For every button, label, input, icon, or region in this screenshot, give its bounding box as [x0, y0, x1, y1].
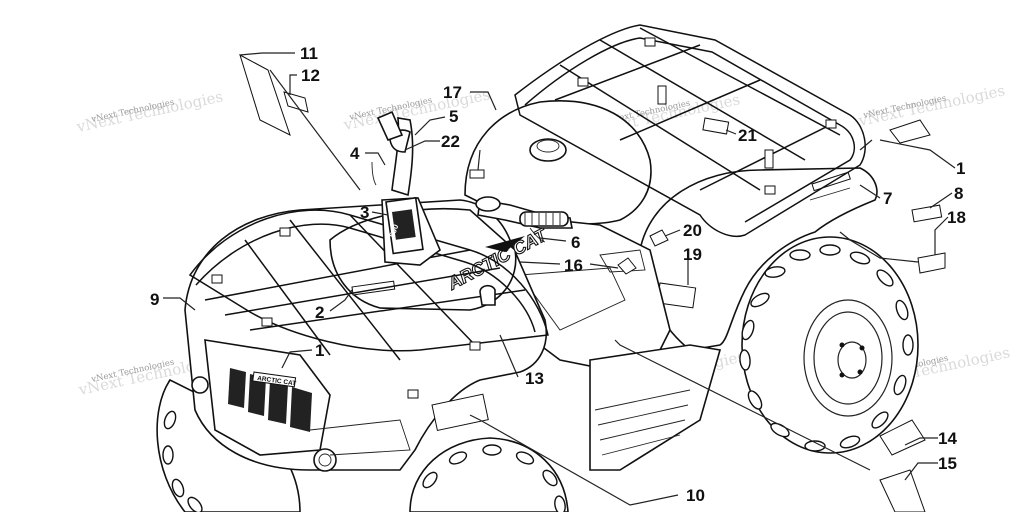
fuel-cap — [529, 138, 567, 162]
callout-4: 4 — [350, 144, 360, 163]
callout-3: 3 — [360, 203, 369, 222]
display-screen — [392, 209, 416, 240]
decal-15 — [879, 469, 926, 512]
callout-5: 5 — [449, 107, 458, 126]
rear-tire — [739, 236, 919, 454]
callout-labels: 11 12 17 5 22 4 21 1 8 18 7 3 20 6 19 16… — [150, 44, 966, 505]
leader-lines — [163, 52, 956, 506]
front-right-tire — [409, 437, 569, 512]
callout-22: 22 — [441, 132, 460, 151]
callout-6: 6 — [571, 233, 580, 252]
decal-14 — [879, 419, 926, 456]
atv-illustration: ARCTIC CAT ARCTIC CAT — [156, 24, 946, 512]
callout-17: 17 — [443, 83, 462, 102]
decal-1-rear — [889, 119, 931, 144]
callout-21: 21 — [738, 126, 757, 145]
callout-10: 10 — [686, 486, 705, 505]
decal-20 — [649, 229, 669, 247]
callout-16: 16 — [564, 256, 583, 275]
rack-decal — [702, 117, 730, 135]
callout-1-rear: 1 — [956, 159, 965, 178]
hood-arrow-decal — [485, 236, 525, 252]
callout-8: 8 — [954, 184, 963, 203]
decal-16 — [617, 257, 637, 275]
footwell — [589, 344, 722, 471]
callout-1-front: 1 — [315, 341, 324, 360]
callout-11: 11 — [300, 44, 318, 63]
display-text: 500 — [387, 223, 400, 239]
callout-15: 15 — [938, 454, 957, 473]
right-grip — [519, 211, 569, 227]
throttle-housing — [475, 196, 501, 212]
decal-12 — [283, 91, 309, 113]
callout-14: 14 — [938, 429, 957, 448]
callout-19: 19 — [683, 245, 702, 264]
callout-18: 18 — [947, 208, 966, 227]
callout-9: 9 — [150, 290, 159, 309]
grille-badge — [252, 371, 297, 388]
decal-8 — [911, 204, 943, 223]
front-fender-decal — [431, 393, 489, 432]
console-decal — [469, 169, 485, 179]
headlight — [313, 448, 337, 472]
handlebar-assembly: 500 — [371, 110, 573, 306]
rear-rack — [514, 24, 866, 237]
callout-2: 2 — [315, 303, 324, 322]
decal-18 — [917, 252, 946, 274]
headlight-left — [191, 376, 209, 394]
decal-11 — [239, 53, 291, 136]
callout-13: 13 — [525, 369, 544, 388]
front-rack — [188, 209, 549, 399]
callout-20: 20 — [683, 221, 702, 240]
callout-7: 7 — [883, 189, 892, 208]
callout-12: 12 — [301, 66, 320, 85]
